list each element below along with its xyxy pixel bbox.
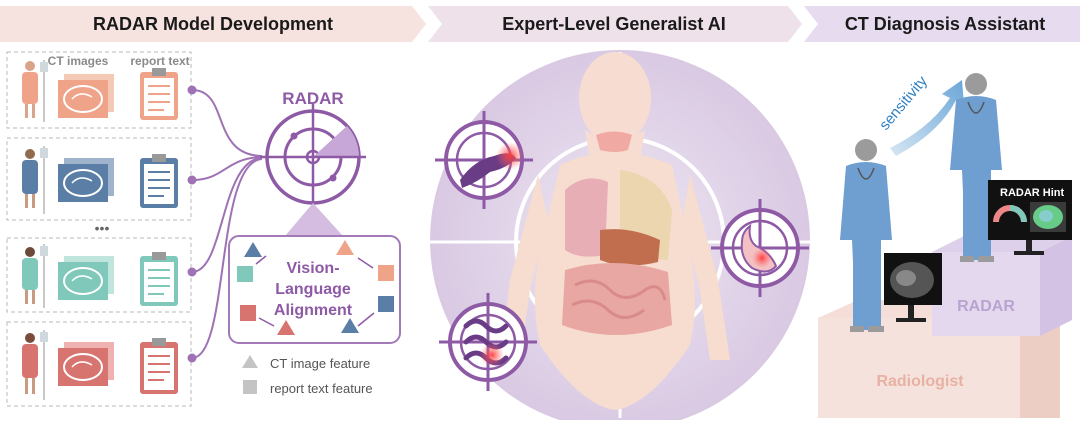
- connector-dot: [187, 353, 197, 363]
- banner-development: [0, 6, 426, 42]
- report-feature-marker: [240, 305, 256, 321]
- radar-title: RADAR: [282, 89, 343, 108]
- connector-curves: [187, 85, 263, 363]
- banner-generalist: [428, 6, 802, 42]
- podium-radar: RADAR: [932, 236, 1072, 336]
- report-feature-marker: [378, 296, 394, 312]
- lesion-highlight: [480, 343, 504, 367]
- report-text-label: report text: [130, 54, 189, 68]
- rows-ellipsis: •••: [95, 220, 110, 236]
- podium-bottom-label: Radiologist: [876, 373, 964, 390]
- data-row-orange: [6, 51, 192, 129]
- header-generalist: Expert-Level Generalist AI: [502, 14, 725, 34]
- report-icon: [140, 68, 178, 120]
- ct-feature-marker: [277, 320, 295, 335]
- data-row-mint: [6, 237, 192, 313]
- ct-feature-marker: [341, 318, 359, 333]
- lesion-highlight: [752, 248, 772, 268]
- ct-feature-marker: [336, 240, 354, 255]
- data-inputs: CT images report text: [6, 51, 192, 407]
- patient-icon: [22, 146, 48, 214]
- sensitivity-label: sensitivity: [876, 72, 931, 133]
- header-assistant: CT Diagnosis Assistant: [845, 14, 1045, 34]
- ct-image-stack: [58, 342, 114, 386]
- legend-square-icon: [243, 380, 257, 394]
- radar-target: RADAR: [260, 89, 366, 210]
- patient-icon: [22, 244, 48, 308]
- connector-row1: [191, 89, 263, 157]
- monitor-radar-hint: RADAR Hint: [988, 180, 1072, 255]
- row-frame: [6, 51, 192, 129]
- alignment-line3: Alignment: [274, 302, 353, 319]
- doctor-radiologist: [840, 139, 892, 332]
- header-development: RADAR Model Development: [93, 14, 333, 34]
- data-row-red: [6, 321, 192, 407]
- connector-row3: [191, 157, 263, 273]
- connector-dot: [187, 267, 197, 277]
- report-feature-marker: [378, 265, 394, 281]
- alignment-line2: Language: [275, 281, 351, 298]
- generalist-panel: [430, 50, 810, 425]
- connector-row4: [191, 158, 263, 359]
- podium-top-label: RADAR: [957, 298, 1015, 315]
- human-body-illustration: [500, 52, 730, 410]
- target-stomach: [711, 199, 809, 297]
- connector-dot: [187, 175, 197, 185]
- legend: CT image feature report text feature: [242, 355, 373, 396]
- legend-ct-feature: CT image feature: [270, 356, 370, 371]
- target-intestine: [439, 293, 537, 391]
- ct-images-label: CT images: [48, 54, 109, 68]
- connector-dot: [187, 85, 197, 95]
- report-icon: [140, 338, 178, 394]
- connector-row2: [191, 156, 263, 181]
- data-row-blue: [6, 137, 192, 221]
- patient-icon: [22, 60, 48, 122]
- legend-report-feature: report text feature: [270, 381, 373, 396]
- report-icon: [140, 154, 178, 208]
- radar-sweep: [313, 126, 359, 157]
- ct-image-stack: [58, 74, 114, 118]
- monitor-ct: [884, 253, 942, 322]
- lesion-highlight: [496, 142, 524, 170]
- ct-image-stack: [58, 158, 114, 202]
- alignment-panel: Vision- Language Alignment: [228, 235, 401, 344]
- ct-image-stack: [58, 256, 114, 300]
- zoom-wedge: [285, 203, 343, 236]
- legend-triangle-icon: [242, 355, 258, 368]
- sensitivity-arrow: sensitivity: [876, 72, 964, 156]
- target-pancreas: [435, 111, 533, 209]
- radar-hint-label: RADAR Hint: [1000, 187, 1064, 199]
- row-frame: [6, 321, 192, 407]
- report-icon: [140, 252, 178, 306]
- header-banners: RADAR Model Development Expert-Level Gen…: [0, 6, 1080, 42]
- ct-feature-marker: [244, 242, 262, 257]
- report-feature-marker: [237, 266, 253, 282]
- banner-assistant: [804, 6, 1080, 42]
- assistant-panel: RADAR Radiologist RADAR sensitivity: [818, 72, 1072, 418]
- doctor-with-radar: [950, 73, 1002, 262]
- alignment-line1: Vision-: [286, 260, 339, 277]
- patient-icon: [22, 330, 48, 400]
